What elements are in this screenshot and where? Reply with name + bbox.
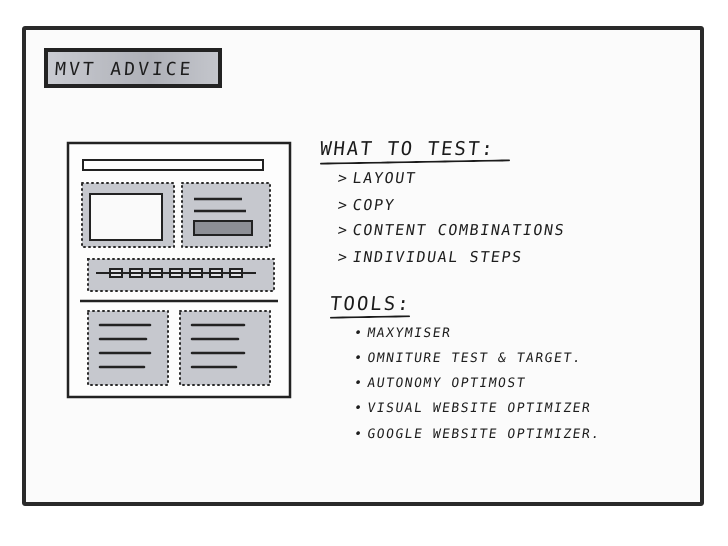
chevron-right-icon: > bbox=[336, 196, 350, 214]
chevron-right-icon: > bbox=[336, 248, 350, 266]
chevron-right-icon: > bbox=[336, 169, 350, 187]
tool-item: •VISUAL WEBSITE OPTIMIZER bbox=[352, 401, 593, 416]
bullet-icon: • bbox=[352, 427, 365, 442]
tool-item: •GOOGLE WEBSITE OPTIMIZER. bbox=[352, 427, 602, 442]
bullet-icon: • bbox=[352, 401, 365, 416]
tool-item: •AUTONOMY OPTIMOST bbox=[352, 376, 527, 391]
chevron-right-icon: > bbox=[336, 221, 350, 239]
test-item: >LAYOUT bbox=[336, 169, 418, 187]
bullet-icon: • bbox=[352, 351, 365, 366]
test-item: >COPY bbox=[336, 196, 397, 214]
test-item: >CONTENT COMBINATIONS bbox=[336, 221, 567, 239]
tool-item: •MAXYMISER bbox=[352, 326, 453, 341]
what-to-test-heading: WHAT TO TEST: bbox=[318, 138, 496, 160]
bullet-icon: • bbox=[352, 326, 365, 341]
tool-item: •OMNITURE TEST & TARGET. bbox=[352, 351, 583, 366]
page-title: MVT ADVICE bbox=[54, 59, 195, 80]
bullet-icon: • bbox=[352, 376, 365, 391]
test-item: >INDIVIDUAL STEPS bbox=[336, 248, 524, 266]
page-wireframe-sketch-icon bbox=[66, 141, 292, 399]
title-box bbox=[44, 48, 222, 88]
tools-heading: TOOLS: bbox=[328, 293, 412, 315]
